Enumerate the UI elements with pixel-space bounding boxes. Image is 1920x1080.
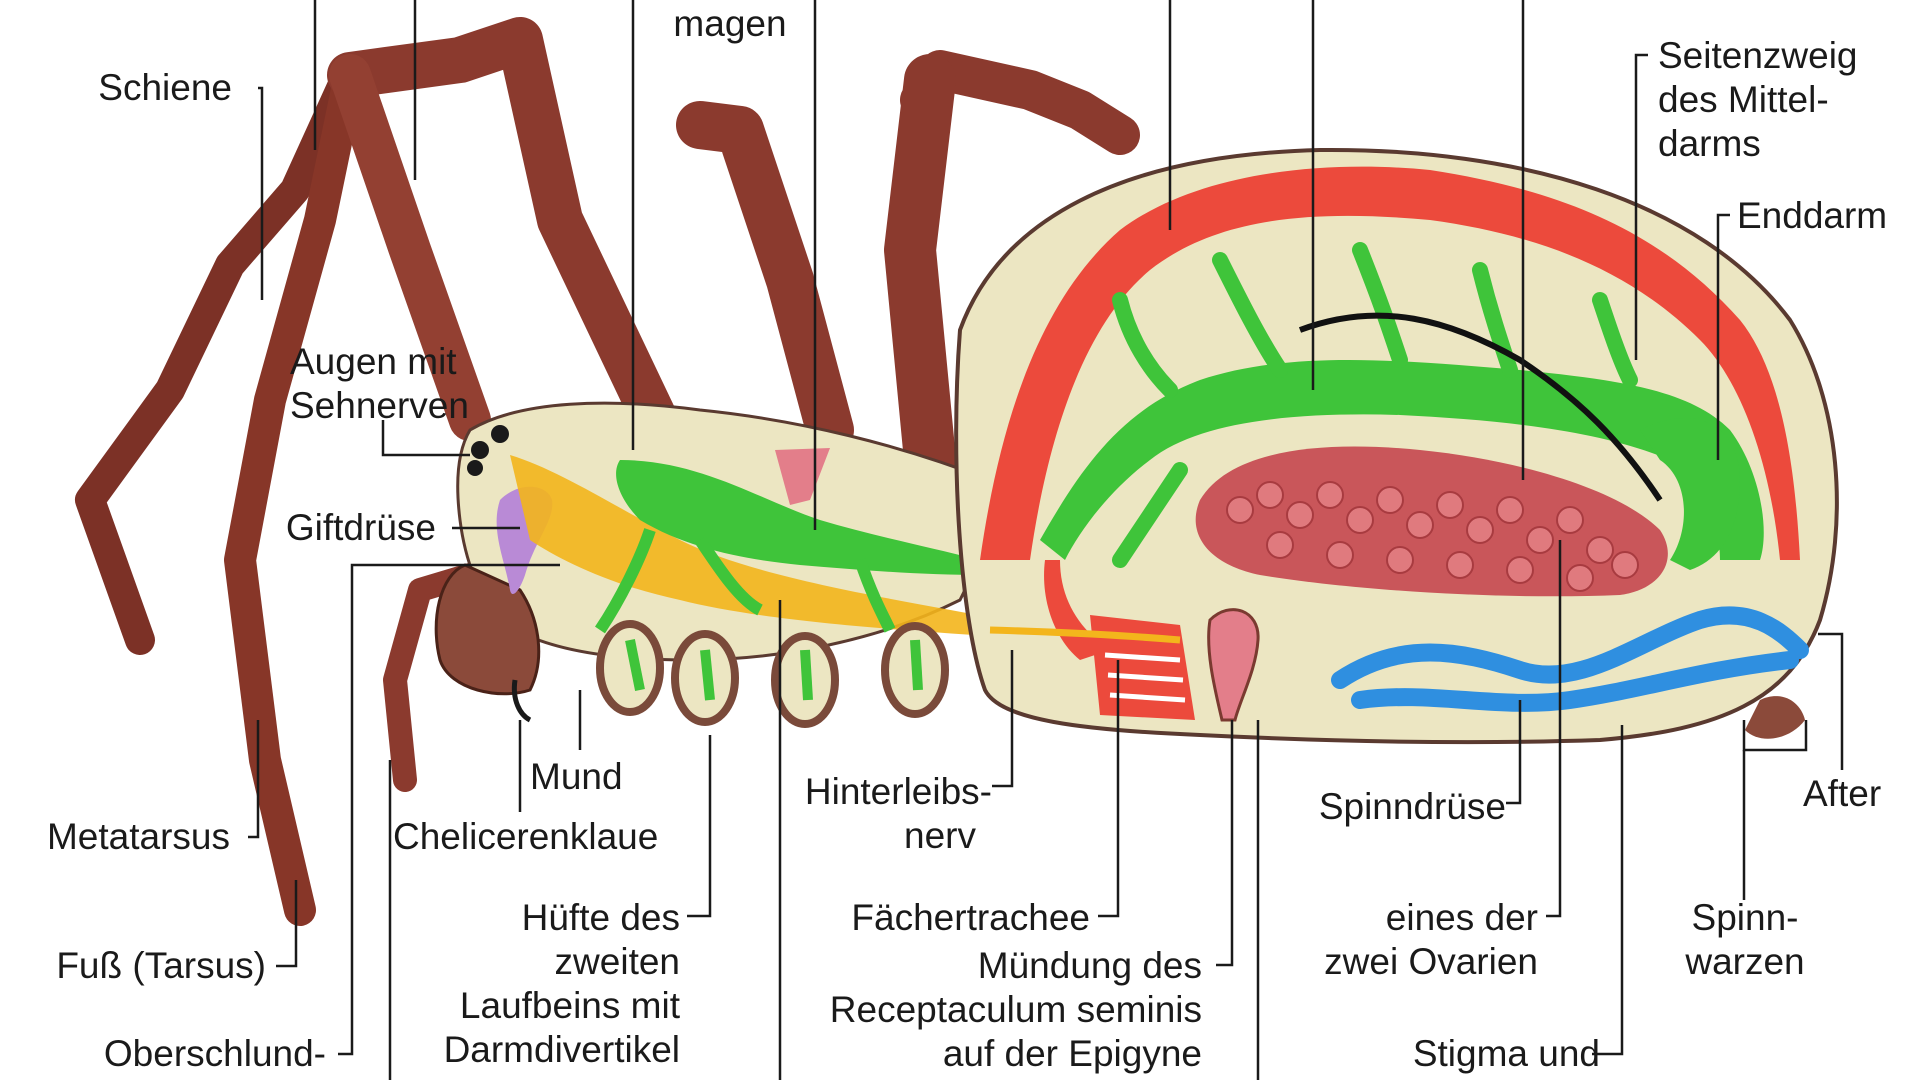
leader-metatarsus [248,720,260,839]
midgut-branch [595,528,896,634]
label-huefte-3: Laufbeins mit [459,985,680,1026]
leader-faechertrachee [1098,660,1120,918]
leader-fuss [276,880,298,968]
label-stigma: Stigma und [1412,1033,1600,1074]
label-oberschlund: Oberschlund- [103,1033,326,1074]
label-spinndruese: Spinndrüse [1318,786,1506,827]
label-augen-1: Augen mit [290,341,457,382]
leader-seitenzweig [1634,53,1648,360]
receptaculum [1207,608,1260,722]
label-ovar-2: zwei Ovarien [1324,941,1538,982]
leader-ovar [1546,540,1562,918]
ovary-eggs [1226,481,1639,592]
leg-front-right [224,59,366,926]
coxa-1-gut [625,639,645,691]
label-huefte-1: Hüfte des [521,897,680,938]
spinnerets [1745,696,1805,739]
abdominal-nerve [989,626,1181,644]
leg-front-left [75,65,360,655]
leader-augen [381,420,470,457]
leg-second [327,17,683,453]
coxae [596,620,949,728]
label-muendung-1: Mündung des [977,945,1202,986]
book-lung [1090,615,1195,720]
malpighian-tubules [1298,312,1663,502]
coxa-4-gut [910,639,923,691]
eye-3 [467,460,483,476]
label-hinterleibsnerv-1: Hinterleibs- [804,771,992,812]
coxa-2-gut [700,649,715,701]
coxa-1 [596,620,664,716]
eye-2 [471,441,489,459]
label-kaumagen: magen [673,3,787,44]
abdomen [954,147,1839,745]
label-augen-2: Sehnerven [290,385,469,426]
chelicera [434,563,541,696]
label-after: After [1803,773,1882,814]
midgut-branches [1112,242,1638,568]
label-spinnwarzen-2: warzen [1685,941,1805,982]
label-seitenzweig-2: des Mittel- [1658,79,1829,120]
label-mund: Mund [530,756,623,797]
coxa-3-gut [800,649,813,701]
label-hinterleibsnerv-2: nerv [904,815,976,856]
label-ovar-1: eines der [1385,897,1538,938]
label-schiene: Schiene [98,67,232,108]
label-muendung-2: Receptaculum seminis [829,989,1202,1030]
label-seitenzweig-1: Seitenzweig [1658,35,1858,76]
label-seitenzweig-3: darms [1658,123,1761,164]
leader-spinndruese [1506,700,1522,805]
label-muendung-3: auf der Epigyne [942,1033,1202,1074]
leader-schiene [258,86,264,300]
leg-second-upper [329,54,491,441]
leader-enddarm [1716,213,1730,460]
label-chelicerenklaue: Chelicerenklaue [393,816,659,857]
leader-hinterleibsnerv [992,650,1014,788]
silk-glands [1331,606,1809,712]
leader-stigma [1592,725,1624,1056]
label-spinnwarzen-1: Spinn- [1691,897,1799,938]
label-fuss: Fuß (Tarsus) [56,945,266,986]
label-metatarsus: Metatarsus [46,816,230,857]
eye-1 [491,425,509,443]
spider-legs [75,17,1140,926]
label-enddarm: Enddarm [1737,195,1888,236]
leg-fourth-lower [884,54,956,486]
heart [980,166,1800,560]
label-huefte-2: zweiten [554,941,680,982]
label-huefte-4: Darmdivertikel [443,1029,680,1070]
leader-huefte [687,735,712,918]
leader-muendung [1216,720,1234,967]
label-giftdruese: Giftdrüse [285,507,436,548]
leader-after [1818,632,1844,770]
chelicera-fang [511,679,532,723]
label-faechertrachee: Fächertrachee [851,897,1090,938]
enddarm [1640,418,1740,570]
leader-lines [248,0,1844,1080]
leg-third [676,101,854,454]
leader-spinnwarzen [1742,720,1808,752]
leader-oberschlund [338,563,560,1056]
